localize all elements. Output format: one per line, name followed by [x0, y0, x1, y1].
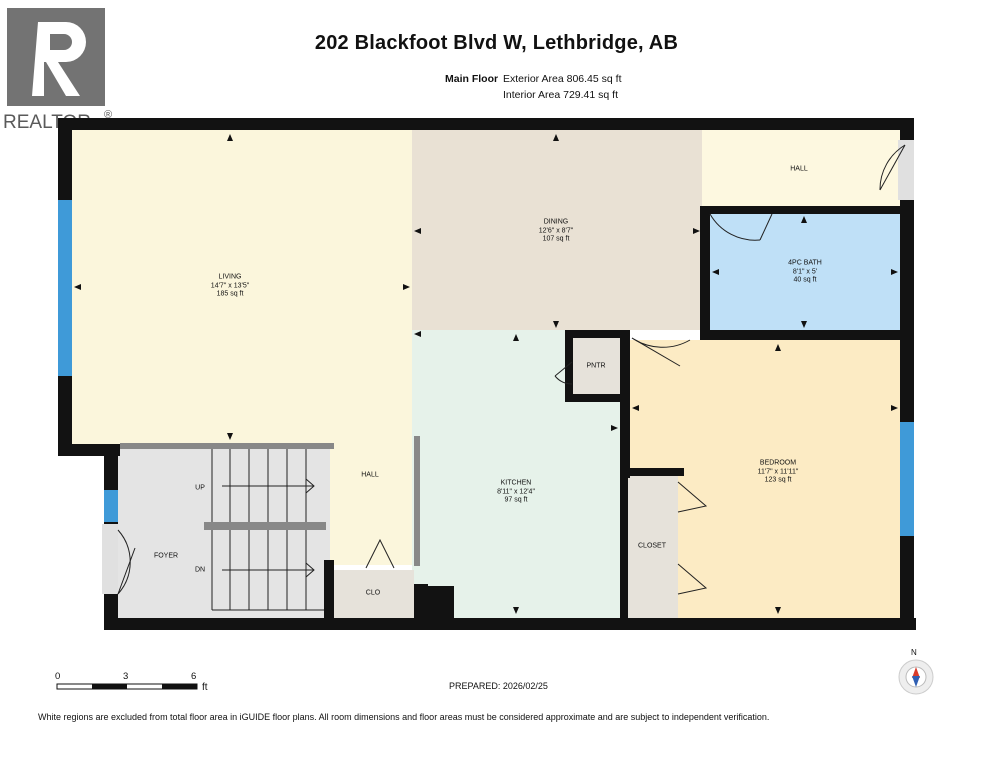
- room-closet: CLOSET: [637, 542, 667, 550]
- interior-area: Interior Area 729.41 sq ft: [503, 89, 618, 101]
- room-pantry: PNTR: [586, 362, 606, 370]
- room-bath-dims: 8'1" x 5': [792, 267, 818, 275]
- room-living: LIVING 14'7" x 13'5" 185 sq ft: [211, 273, 249, 299]
- page-title: 202 Blackfoot Blvd W, Lethbridge, AB: [314, 32, 679, 54]
- dining-fill: [412, 130, 702, 330]
- opening-hall-top: [898, 140, 914, 200]
- stairs-down-label: DN: [194, 566, 206, 574]
- room-bedroom-name: BEDROOM: [759, 459, 797, 467]
- foyer-fill: [116, 448, 330, 618]
- room-kitchen: KITCHEN 8'11" x 12'4" 97 sq ft: [497, 479, 535, 505]
- opening-foyer: [102, 524, 118, 594]
- clo-fill: [334, 570, 414, 618]
- disclaimer: White regions are excluded from total fl…: [38, 712, 770, 722]
- room-bath: 4PC BATH 8'1" x 5' 40 sq ft: [788, 259, 822, 285]
- hall-rail: [414, 436, 420, 566]
- room-dining-dims: 12'6" x 8'7": [538, 226, 574, 234]
- scale-unit: ft: [202, 682, 208, 693]
- compass-icon: [898, 659, 934, 695]
- windows: [58, 200, 914, 536]
- scale-tick-3: 3: [123, 671, 129, 682]
- room-bath-name: 4PC BATH: [788, 259, 822, 267]
- floor-label: Main Floor: [445, 73, 499, 85]
- room-kitchen-area: 97 sq ft: [504, 496, 528, 504]
- room-foyer: FOYER: [153, 552, 179, 560]
- room-clo: CLO: [365, 589, 381, 597]
- room-living-dims: 14'7" x 13'5": [210, 281, 250, 289]
- stair-rail-mid: [204, 522, 326, 530]
- stairs: [211, 448, 324, 611]
- room-bedroom: BEDROOM 11'7" x 11'11" 123 sq ft: [758, 459, 799, 485]
- scale-bar: [56, 683, 198, 690]
- scale-tick-0: 0: [55, 671, 61, 682]
- scale-tick-6: 6: [191, 671, 197, 682]
- walls: [58, 118, 916, 630]
- room-living-name: LIVING: [218, 273, 242, 281]
- registered-mark: ®: [104, 109, 112, 121]
- dimension-arrows: [74, 134, 898, 614]
- room-bedroom-dims: 11'7" x 11'11": [757, 467, 799, 475]
- room-living-area: 185 sq ft: [216, 290, 244, 298]
- closet-fill: [628, 476, 678, 618]
- hall-top-fill: [702, 130, 910, 208]
- room-hall-mid: HALL: [361, 471, 379, 479]
- area-summary: Main Floor Exterior Area 806.45 sq ft Int…: [445, 71, 621, 103]
- room-bedroom-area: 123 sq ft: [764, 476, 792, 484]
- room-kitchen-name: KITCHEN: [500, 479, 532, 487]
- hall-fill: [330, 330, 416, 565]
- bath-fill: [710, 214, 900, 330]
- room-dining-name: DINING: [543, 218, 569, 226]
- room-bath-area: 40 sq ft: [793, 276, 817, 284]
- stairs-up-label: UP: [195, 484, 205, 492]
- room-kitchen-dims: 8'11" x 12'4": [497, 487, 535, 495]
- stair-rail-top: [120, 443, 334, 449]
- room-hall-top: HALL: [790, 165, 808, 173]
- exterior-area: Exterior Area 806.45 sq ft: [503, 73, 622, 85]
- prepared-date: PREPARED: 2026/02/25: [449, 681, 548, 691]
- room-dining: DINING 12'6" x 8'7" 107 sq ft: [539, 218, 574, 244]
- room-dining-area: 107 sq ft: [542, 235, 570, 243]
- compass-north-label: N: [911, 648, 917, 657]
- pantry-fill: [572, 338, 622, 394]
- doors: [117, 144, 906, 595]
